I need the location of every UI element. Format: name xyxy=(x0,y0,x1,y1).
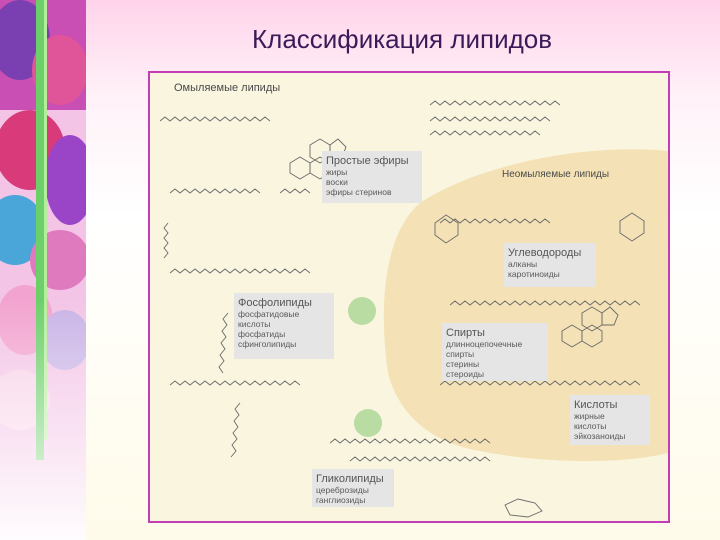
box-acids: Кислоты жирные кислоты эйкозаноиды xyxy=(570,395,650,445)
svg-text:кислоты: кислоты xyxy=(238,319,270,329)
svg-text:фосфатидовые: фосфатидовые xyxy=(238,309,299,319)
svg-text:фосфатиды: фосфатиды xyxy=(238,329,285,339)
svg-text:жирные: жирные xyxy=(574,411,605,421)
svg-text:каротиноиды: каротиноиды xyxy=(508,269,560,279)
svg-text:сфинголипиды: сфинголипиды xyxy=(238,339,296,349)
svg-text:эфиры стеринов: эфиры стеринов xyxy=(326,187,392,197)
phosphate-group-2 xyxy=(354,409,382,437)
phosphate-group-1 xyxy=(348,297,376,325)
slide-title: Классификация липидов xyxy=(252,24,553,54)
box-glycolipids: Гликолипиды цереброзиды ганглиозиды xyxy=(312,469,394,507)
svg-text:алканы: алканы xyxy=(508,259,537,269)
svg-text:Спирты: Спирты xyxy=(446,327,485,339)
svg-text:длинноцепочечные: длинноцепочечные xyxy=(446,339,523,349)
classification-diagram: Омыляемые липиды Неомыляемые липиды Прос… xyxy=(159,82,668,518)
svg-text:стероиды: стероиды xyxy=(446,369,484,379)
box-simple-esters: Простые эфиры жиры воски эфиры стеринов xyxy=(322,151,422,203)
svg-text:ганглиозиды: ганглиозиды xyxy=(316,495,365,505)
svg-text:стерины: стерины xyxy=(446,359,479,369)
molecule-structures xyxy=(159,100,645,518)
box-alcohols: Спирты длинноцепочечные спирты стерины с… xyxy=(442,323,548,381)
svg-text:кислоты: кислоты xyxy=(574,421,606,431)
svg-text:Углеводороды: Углеводороды xyxy=(508,247,581,259)
svg-text:воски: воски xyxy=(326,177,348,187)
box-hydrocarbons: Углеводороды алканы каротиноиды xyxy=(504,243,596,287)
svg-text:спирты: спирты xyxy=(446,349,474,359)
svg-text:Гликолипиды: Гликолипиды xyxy=(316,473,384,485)
svg-text:Кислоты: Кислоты xyxy=(574,399,618,411)
svg-text:Фосфолипиды: Фосфолипиды xyxy=(238,297,312,309)
box-phospholipids: Фосфолипиды фосфатидовые кислоты фосфати… xyxy=(234,293,334,359)
lipid-classification-figure: Омыляемые липиды Неомыляемые липиды Прос… xyxy=(148,71,670,523)
svg-text:жиры: жиры xyxy=(326,167,347,177)
svg-text:цереброзиды: цереброзиды xyxy=(316,485,369,495)
saponifiable-label: Омыляемые липиды xyxy=(174,82,280,94)
unsaponifiable-label: Неомыляемые липиды xyxy=(502,169,609,180)
decorative-side-strip xyxy=(0,0,86,540)
svg-text:Простые эфиры: Простые эфиры xyxy=(326,155,409,167)
svg-text:эйкозаноиды: эйкозаноиды xyxy=(574,431,625,441)
